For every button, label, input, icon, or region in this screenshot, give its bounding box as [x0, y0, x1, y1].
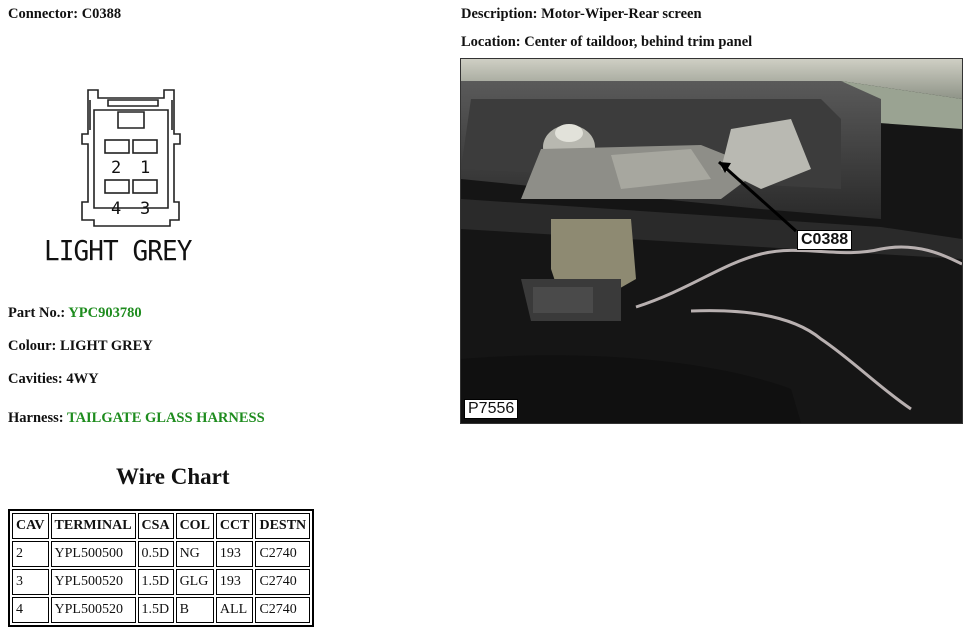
cell-cav: 2 [12, 541, 49, 567]
connector-line: Connector: C0388 [8, 6, 121, 23]
header-csa: CSA [137, 513, 174, 539]
cell-terminal: YPL500500 [50, 541, 136, 567]
cavities-line: Cavities: 4WY [8, 371, 99, 388]
cell-csa: 1.5D [137, 597, 174, 623]
part-number-label: Part No.: [8, 305, 66, 321]
cell-cav: 3 [12, 569, 49, 595]
colour-value: LIGHT GREY [59, 338, 153, 354]
header-cav: CAV [12, 513, 49, 539]
description-label: Description: [461, 6, 538, 22]
cavity-number-4: 4 [111, 199, 121, 219]
cavities-label: Cavities: [8, 371, 63, 387]
cell-destn: C2740 [255, 541, 311, 567]
description-line: Description: Motor-Wiper-Rear screen [461, 6, 702, 23]
cavity-number-3: 3 [140, 199, 150, 219]
table-header-row: CAV TERMINAL CSA COL CCT DESTN [12, 513, 311, 539]
harness-label: Harness: [8, 410, 64, 426]
connector-location-photo: C0388 P7556 [460, 58, 963, 424]
cell-terminal: YPL500520 [50, 569, 136, 595]
connector-id: C0388 [81, 6, 122, 22]
location-value: Center of taildoor, behind trim panel [524, 34, 753, 50]
header-destn: DESTN [255, 513, 311, 539]
header-terminal: TERMINAL [50, 513, 136, 539]
cell-terminal: YPL500520 [50, 597, 136, 623]
description-value: Motor-Wiper-Rear screen [541, 6, 702, 22]
colour-line: Colour: LIGHT GREY [8, 338, 153, 355]
harness-link[interactable]: TAILGATE GLASS HARNESS [66, 410, 265, 426]
cell-col: GLG [175, 569, 214, 595]
table-row: 2 YPL500500 0.5D NG 193 C2740 [12, 541, 311, 567]
photo-illustration [461, 59, 962, 423]
wire-chart-table: CAV TERMINAL CSA COL CCT DESTN 2 YPL5005… [8, 509, 315, 627]
table-row: 4 YPL500520 1.5D B ALL C2740 [12, 597, 311, 623]
cell-cct: ALL [215, 597, 254, 623]
connector-colour-caption: LIGHT GREY [44, 234, 192, 267]
wire-chart-title: Wire Chart [116, 464, 230, 489]
cell-destn: C2740 [255, 569, 311, 595]
part-number-link[interactable]: YPC903780 [68, 305, 142, 321]
cell-csa: 0.5D [137, 541, 174, 567]
photo-callout-label: C0388 [797, 230, 853, 250]
cavity-number-2: 2 [111, 158, 121, 178]
cell-cct: 193 [215, 569, 254, 595]
connector-face-diagram: 2 1 4 3 [81, 89, 181, 227]
location-label: Location: [461, 34, 521, 50]
cell-csa: 1.5D [137, 569, 174, 595]
cell-col: B [175, 597, 214, 623]
harness-line: Harness: TAILGATE GLASS HARNESS [8, 410, 265, 427]
colour-label: Colour: [8, 338, 57, 354]
part-number-line: Part No.: YPC903780 [8, 305, 142, 322]
location-line: Location: Center of taildoor, behind tri… [461, 34, 752, 51]
cell-cav: 4 [12, 597, 49, 623]
cavity-number-1: 1 [140, 158, 150, 178]
cavities-value: 4WY [66, 371, 99, 387]
header-cct: CCT [215, 513, 254, 539]
cell-destn: C2740 [255, 597, 311, 623]
connector-label: Connector: [8, 6, 79, 22]
cell-cct: 193 [215, 541, 254, 567]
photo-id-label: P7556 [464, 399, 519, 419]
cell-col: NG [175, 541, 214, 567]
header-col: COL [175, 513, 214, 539]
table-row: 3 YPL500520 1.5D GLG 193 C2740 [12, 569, 311, 595]
